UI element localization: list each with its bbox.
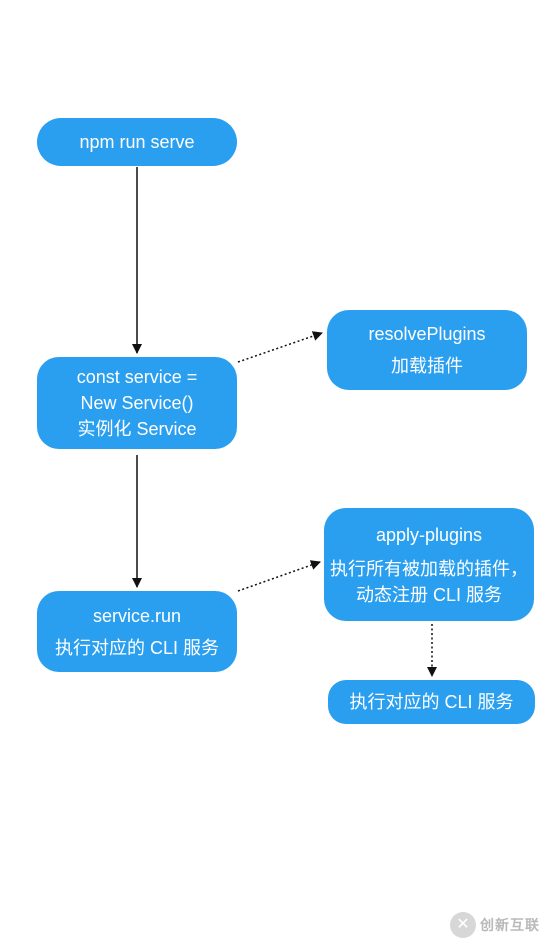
node-label-line3: 实例化 Service xyxy=(77,419,197,439)
edge-run-to-apply xyxy=(237,560,321,592)
node-label-line3: 动态注册 CLI 服务 xyxy=(355,584,502,605)
watermark-text: 创新互联 xyxy=(480,917,540,933)
node-label-line2: 加载插件 xyxy=(391,356,463,376)
node-const-service: const service = New Service() 实例化 Servic… xyxy=(37,357,237,449)
edge-const-to-resolve xyxy=(237,331,323,363)
watermark: ✕ 创新互联 xyxy=(450,905,548,945)
node-label: npm run serve xyxy=(79,132,195,152)
node-label-line2: New Service() xyxy=(80,393,194,413)
node-apply-plugins: apply-plugins 执行所有被加载的插件， 动态注册 CLI 服务 xyxy=(324,508,534,621)
watermark-logo-icon: ✕ xyxy=(450,912,476,938)
node-execute-cli: 执行对应的 CLI 服务 xyxy=(328,680,535,724)
node-label-line1: service.run xyxy=(92,605,182,626)
node-label-line1: const service = xyxy=(76,367,198,387)
node-label-line1: apply-plugins xyxy=(375,524,483,545)
node-label: 执行对应的 CLI 服务 xyxy=(349,692,514,712)
node-label-line1: resolvePlugins xyxy=(368,324,486,344)
node-label-line2: 执行所有被加载的插件， xyxy=(330,558,528,579)
node-service-run: service.run 执行对应的 CLI 服务 xyxy=(37,591,237,672)
node-npm-run-serve: npm run serve xyxy=(37,118,237,166)
node-label-line2: 执行对应的 CLI 服务 xyxy=(54,637,219,658)
node-resolve-plugins: resolvePlugins 加载插件 xyxy=(327,310,527,390)
